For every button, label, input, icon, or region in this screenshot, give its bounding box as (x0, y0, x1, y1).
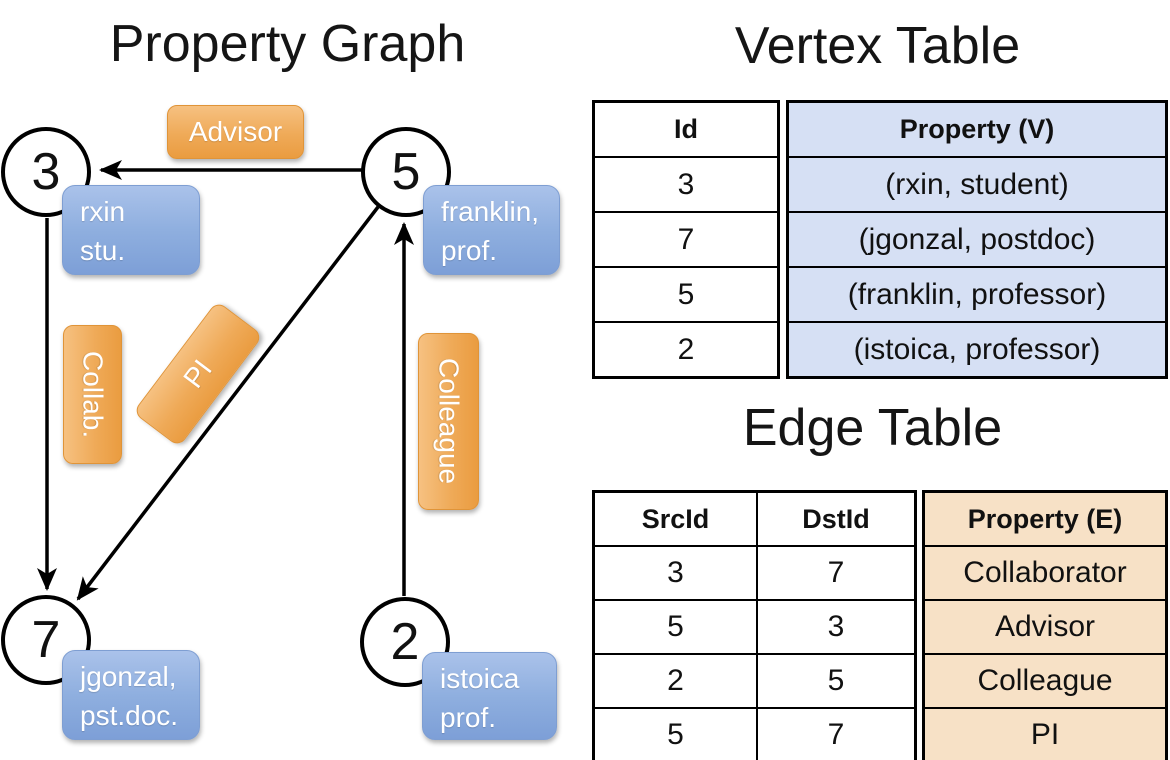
table-row: (jgonzal, postdoc) (786, 211, 1168, 268)
table-row: 2 (592, 321, 780, 379)
edge-src-cell: 5 (592, 707, 758, 760)
graph-edges-layer (37, 160, 414, 601)
edge-table-title: Edge Table (742, 399, 1003, 457)
table-row: Advisor (922, 599, 1168, 655)
edge-label-advisor: Advisor (167, 105, 304, 159)
table-row: 3 (592, 156, 780, 213)
vertex-id-cell: 5 (592, 266, 780, 323)
table-row: 7 (592, 211, 780, 268)
table-row: (franklin, professor) (786, 266, 1168, 323)
table-row: Collaborator (922, 545, 1168, 601)
edge-label-advisor-text: Advisor (188, 116, 283, 147)
vertex-5-name: franklin, (441, 196, 540, 227)
edge-label-colleague: Colleague (418, 333, 479, 510)
vertex-id-cell: 7 (592, 211, 780, 268)
edge-table-src-dst-columns: SrcId DstId 3 7 5 3 2 5 5 7 (592, 490, 917, 760)
edge-property-cell: Collaborator (922, 545, 1168, 601)
table-row: (istoica, professor) (786, 321, 1168, 379)
edge-property-cell: PI (922, 707, 1168, 760)
edge-table-header-property: Property (E) (922, 490, 1168, 547)
edge-label-colleague-text: Colleague (433, 358, 465, 485)
property-graph-panel: Property Graph 3 5 7 2 Advisor (1, 15, 560, 740)
edge-label-collab: Collab. (63, 325, 122, 464)
table-row: PI (922, 707, 1168, 760)
table-row: 3 7 (592, 545, 917, 601)
edge-src-cell: 3 (592, 545, 758, 601)
node-2-id: 2 (390, 613, 420, 671)
edge-table-property-column: Property (E) Collaborator Advisor Collea… (922, 490, 1168, 760)
graph-node-5: 5 (361, 127, 451, 217)
edge-src-cell: 2 (592, 653, 758, 709)
vertex-property-cell: (istoica, professor) (786, 321, 1168, 379)
table-row: Colleague (922, 653, 1168, 709)
node-7-id: 7 (31, 611, 61, 669)
vertex-property-label-3: rxin stu. (62, 185, 200, 275)
vertex-2-name: istoica (440, 663, 520, 694)
edge-table-header-srcid: SrcId (592, 490, 758, 547)
table-row: (rxin, student) (786, 156, 1168, 213)
vertex-property-label-7: jgonzal, pst.doc. (62, 650, 200, 740)
vertex-table-property-column: Property (V) (rxin, student) (jgonzal, p… (786, 100, 1168, 379)
vertex-property-cell: (franklin, professor) (786, 266, 1168, 323)
edge-property-cell: Advisor (922, 599, 1168, 655)
vertex-property-cell: (rxin, student) (786, 156, 1168, 213)
vertex-5-role: prof. (441, 234, 498, 266)
vertex-table-header-property: Property (V) (786, 100, 1168, 158)
graph-node-2: 2 (360, 597, 450, 687)
table-row: 5 7 (592, 707, 917, 760)
table-row: 5 (592, 266, 780, 323)
vertex-property-cell: (jgonzal, postdoc) (786, 211, 1168, 268)
vertex-table-title: Vertex Table (734, 17, 1021, 75)
edge-src-cell: 5 (592, 599, 758, 655)
vertex-7-name: jgonzal, (80, 661, 177, 692)
vertex-2-role: prof. (440, 701, 497, 733)
edge-dst-cell: 5 (756, 653, 917, 709)
table-row: 2 5 (592, 653, 917, 709)
edge-property-cell: Colleague (922, 653, 1168, 709)
vertex-property-label-2: istoica prof. (422, 652, 557, 740)
node-5-id: 5 (391, 143, 421, 201)
node-3-id: 3 (31, 143, 61, 201)
table-row: 5 3 (592, 599, 917, 655)
vertex-7-role: pst.doc. (80, 699, 179, 731)
edge-label-pi-text: PI (177, 353, 218, 394)
vertex-table-id-column: Id 3 7 5 2 (592, 100, 780, 379)
property-graph-title: Property Graph (109, 15, 466, 73)
vertex-id-cell: 3 (592, 156, 780, 213)
edge-dst-cell: 7 (756, 545, 917, 601)
edge-dst-cell: 7 (756, 707, 917, 760)
vertex-table-header-id: Id (592, 100, 780, 158)
vertex-property-label-5: franklin, prof. (423, 185, 560, 275)
vertex-3-name: rxin (80, 196, 126, 227)
edge-table-header-dstid: DstId (756, 490, 917, 547)
edge-dst-cell: 3 (756, 599, 917, 655)
vertex-table: Id 3 7 5 2 Property (V) (rxin, student) … (592, 100, 1168, 379)
edge-pi-5-to-7 (76, 205, 380, 601)
vertex-id-cell: 2 (592, 321, 780, 379)
vertex-3-role: stu. (80, 234, 126, 266)
edge-label-collab-text: Collab. (77, 350, 109, 439)
edge-table: SrcId DstId 3 7 5 3 2 5 5 7 Property (E)… (592, 490, 1168, 760)
